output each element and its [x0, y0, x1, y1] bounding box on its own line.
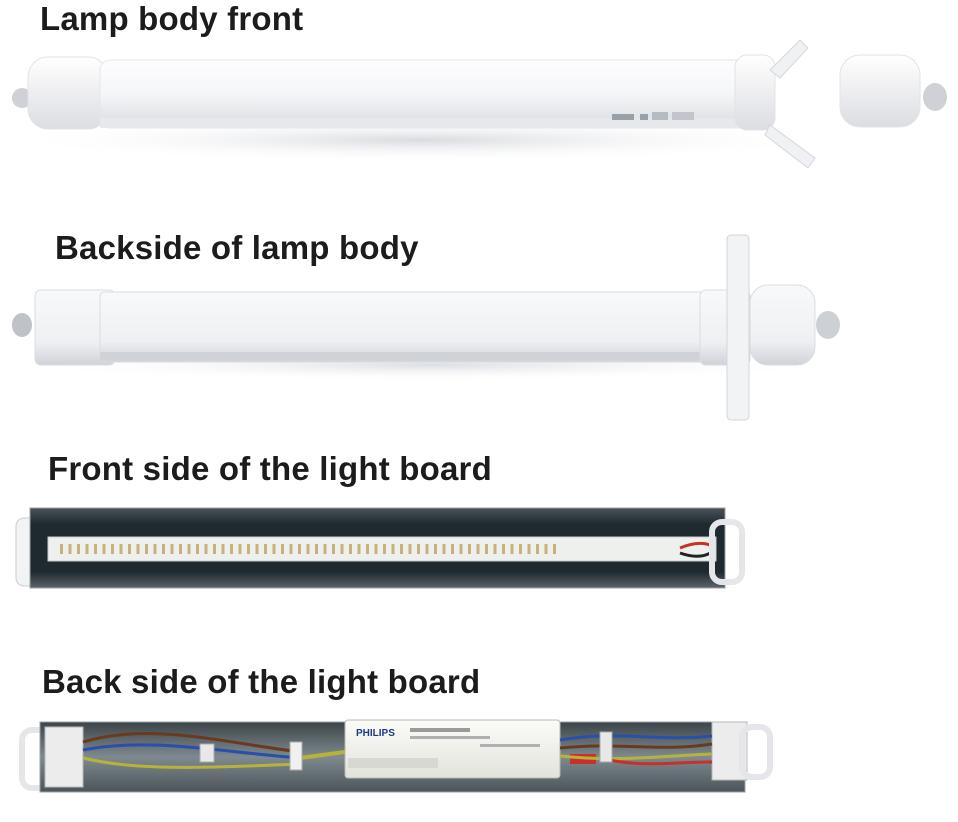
- led-chip: [332, 544, 335, 554]
- led-chip: [162, 544, 165, 554]
- lamp-body-front-image: [0, 39, 947, 169]
- led-chip: [272, 544, 276, 554]
- led-chip: [417, 544, 420, 554]
- led-chip: [136, 544, 140, 554]
- led-chip: [102, 544, 106, 554]
- led-chip: [400, 544, 403, 554]
- led-chip: [340, 544, 344, 554]
- led-chip: [468, 544, 471, 554]
- led-chip: [289, 544, 293, 554]
- led-chip: [485, 544, 488, 554]
- led-chip: [315, 544, 318, 554]
- led-chip: [408, 544, 412, 554]
- lamp-body-back-image: [10, 234, 850, 421]
- led-chip: [153, 544, 157, 554]
- led-chip: [374, 544, 378, 554]
- led-chip: [527, 544, 531, 554]
- led-chip: [357, 544, 361, 554]
- led-chip: [255, 544, 259, 554]
- led-chip: [383, 544, 386, 554]
- led-chip: [323, 544, 327, 554]
- led-chip: [170, 544, 174, 554]
- led-chip: [128, 544, 131, 554]
- led-chip: [230, 544, 233, 554]
- led-chip: [196, 544, 199, 554]
- caption-lamp-body-front: Lamp body front: [40, 0, 304, 37]
- led-chip: [553, 544, 556, 554]
- led-chip: [298, 544, 301, 554]
- led-chip: [119, 544, 123, 554]
- led-chip: [221, 544, 225, 554]
- led-chip: [510, 544, 514, 554]
- light-board-back-image: PHILIPS: [19, 719, 773, 793]
- led-chip: [68, 544, 72, 554]
- led-chip: [391, 544, 395, 554]
- led-chip: [451, 544, 454, 554]
- led-chip: [264, 544, 267, 554]
- caption-back-side-light-board: Back side of the light board: [42, 663, 481, 700]
- led-chip: [213, 544, 216, 554]
- caption-backside-of-lamp-body: Backside of lamp body: [55, 229, 419, 266]
- led-chip: [281, 544, 284, 554]
- driver-brand-label: PHILIPS: [356, 728, 395, 739]
- led-chip: [536, 544, 539, 554]
- led-chip: [204, 544, 208, 554]
- caption-front-side-light-board: Front side of the light board: [48, 450, 492, 487]
- led-chip: [179, 544, 182, 554]
- led-chip: [306, 544, 310, 554]
- led-chip: [366, 544, 369, 554]
- led-chip: [502, 544, 505, 554]
- led-chip: [85, 544, 89, 554]
- led-chip: [493, 544, 497, 554]
- led-chip: [247, 544, 250, 554]
- light-board-front-image: [15, 507, 745, 589]
- led-chip: [145, 544, 148, 554]
- led-chip: [187, 544, 191, 554]
- led-chip: [94, 544, 97, 554]
- led-chip: [519, 544, 522, 554]
- led-chip: [425, 544, 429, 554]
- led-chip: [349, 544, 352, 554]
- led-chip: [238, 544, 242, 554]
- led-chip: [60, 544, 63, 554]
- led-chip: [459, 544, 463, 554]
- led-chip: [544, 544, 548, 554]
- led-chip: [77, 544, 80, 554]
- led-chip: [111, 544, 114, 554]
- led-chip: [442, 544, 446, 554]
- led-chip: [434, 544, 437, 554]
- led-chip: [476, 544, 480, 554]
